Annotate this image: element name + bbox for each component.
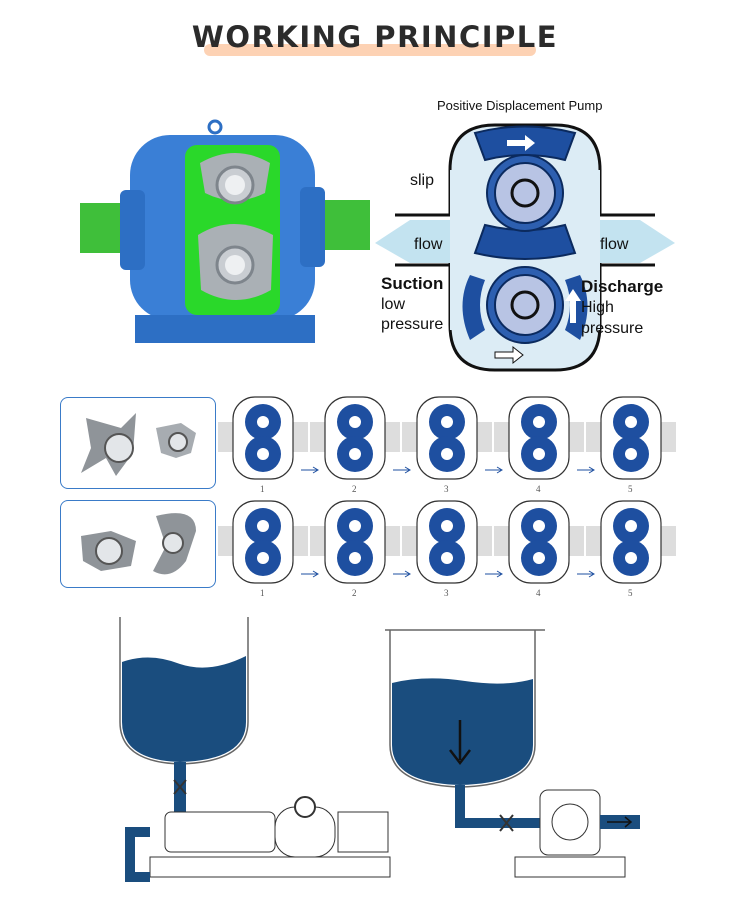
stage-number: 3 [444, 588, 449, 598]
suction-pressure-label: pressure [381, 316, 444, 333]
stage-number: 1 [260, 588, 265, 598]
vertical-tank-installation [119, 617, 391, 882]
stage-diagram [402, 500, 492, 584]
horizontal-tank-installation [385, 629, 640, 878]
flow-out-label: flow [600, 236, 629, 253]
discharge-high-label: High [581, 299, 614, 316]
discharge-pressure-label: pressure [581, 320, 644, 337]
flow-in-label: flow [414, 236, 443, 253]
stage-number: 3 [444, 484, 449, 494]
stage-diagram [218, 396, 308, 480]
next-stage-arrow-icon [485, 466, 503, 474]
next-stage-arrow-icon [393, 466, 411, 474]
stage-diagram [402, 396, 492, 480]
tri-lobe-rotor-photo [60, 397, 216, 489]
page-title: WORKING PRINCIPLE [191, 20, 559, 54]
suction-low-label: low [381, 296, 406, 313]
next-stage-arrow-icon [485, 570, 503, 578]
stage-diagram [310, 500, 400, 584]
slip-label: slip [410, 172, 435, 189]
pump-cutaway-illustration [80, 119, 370, 343]
stage-diagram [586, 396, 676, 480]
pump-schematic [375, 123, 675, 372]
next-stage-arrow-icon [577, 466, 595, 474]
diagram-heading: Positive Displacement Pump [437, 98, 603, 113]
tri-lobe-stage-strip [218, 396, 676, 480]
stage-diagram [586, 500, 676, 584]
next-stage-arrow-icon [301, 466, 319, 474]
next-stage-arrow-icon [301, 570, 319, 578]
stage-number: 5 [628, 484, 633, 494]
next-stage-arrow-icon [393, 570, 411, 578]
stage-number: 4 [536, 484, 541, 494]
stage-diagram [310, 396, 400, 480]
bi-wing-rotor-icon [81, 513, 196, 575]
stage-number: 1 [260, 484, 265, 494]
stage-number: 4 [536, 588, 541, 598]
bi-wing-stage-strip [218, 500, 676, 584]
stage-number: 5 [628, 588, 633, 598]
tri-lobe-rotor-icon [81, 413, 196, 476]
stage-diagram [218, 500, 308, 584]
next-stage-arrow-icon [577, 570, 595, 578]
stage-diagram [494, 396, 584, 480]
discharge-label: Discharge [581, 277, 664, 296]
stage-diagram [494, 500, 584, 584]
suction-label: Suction [381, 274, 444, 293]
title-highlight [204, 44, 536, 56]
stage-number: 2 [352, 588, 357, 598]
stage-number: 2 [352, 484, 357, 494]
bi-wing-rotor-photo [60, 500, 216, 588]
